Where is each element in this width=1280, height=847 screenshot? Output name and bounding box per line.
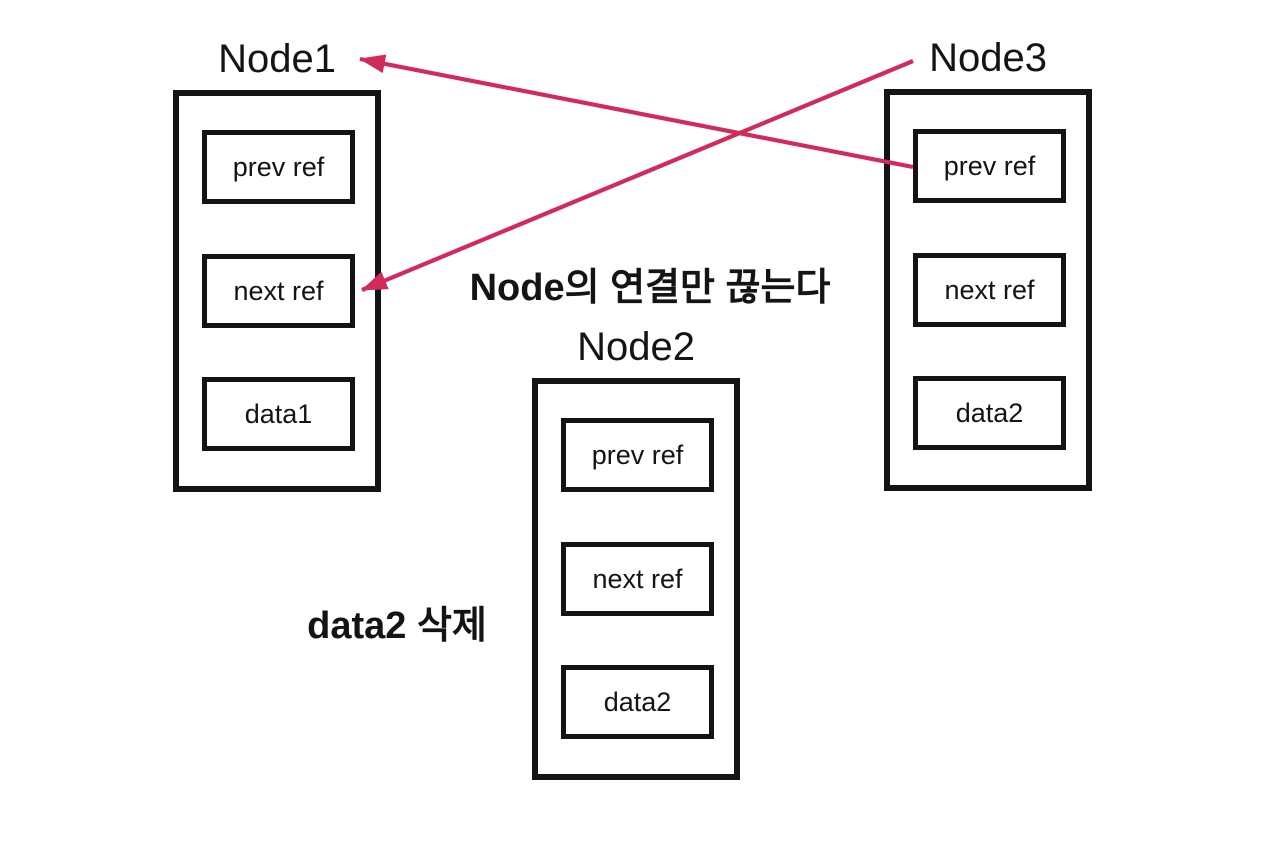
node2: Node2 prev ref next ref data2 [532,322,740,780]
node2-next-ref-box: next ref [561,542,714,616]
node2-next-ref-label: next ref [592,563,683,594]
node2-data-box: data2 [561,665,714,739]
arrow-node3-prev-ref-to-node1 [359,54,914,170]
node3: Node3 prev ref next ref data2 [884,33,1092,491]
node3-prev-ref-box: prev ref [913,129,1066,203]
node1-data-label: data1 [244,398,313,429]
node3-data-box: data2 [913,376,1066,450]
node1-next-ref-box: next ref [202,254,355,328]
node1-prev-ref-label: prev ref [232,151,325,182]
node2-data-label: data2 [603,686,672,717]
delete-note-text: data2 삭제 [307,605,487,647]
node3-next-ref-box: next ref [913,253,1066,327]
node3-data-label: data2 [955,397,1024,428]
node1-data-box: data1 [202,377,355,451]
node2-prev-ref-label: prev ref [591,439,684,470]
node3-prev-ref-label: prev ref [943,150,1036,181]
node1-next-ref-label: next ref [233,275,324,306]
node3-next-ref-label: next ref [944,274,1035,305]
node1-box: prev ref next ref data1 [173,90,381,492]
node1-title: Node1 [218,37,336,81]
node1: Node1 prev ref next ref data1 [173,34,381,492]
node3-box: prev ref next ref data2 [884,89,1092,491]
node1-prev-ref-box: prev ref [202,130,355,204]
node2-title: Node2 [577,325,695,369]
node3-title: Node3 [929,36,1047,80]
node2-box: prev ref next ref data2 [532,378,740,780]
disconnect-note-text: Node의 연결만 끊는다 [469,267,831,309]
node2-prev-ref-box: prev ref [561,418,714,492]
